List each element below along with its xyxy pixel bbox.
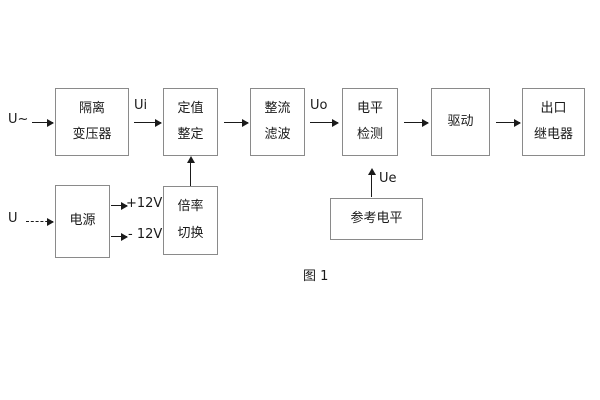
block-isolation-transformer-line2: 变压器 [72, 127, 112, 142]
block-rectify-filter-line1: 整流 [264, 100, 291, 116]
block-level-detection-line1: 电平 [356, 100, 383, 116]
signal-label-pos12v: +12V [126, 196, 163, 211]
block-power-supply-line1: 电源 [69, 213, 96, 229]
block-level-detection: 电平 检测 [342, 88, 398, 156]
arrow-level-detection-to-drive [404, 118, 429, 127]
input-label-ac: U~ [8, 112, 29, 127]
block-output-relay-line1: 出口 [540, 100, 567, 116]
input-label-dc: U [8, 211, 18, 226]
block-setting-value: 定值 整定 [163, 88, 218, 156]
signal-label-neg12v: - 12V [128, 227, 163, 242]
arrow-ac-to-isolation-transformer [32, 118, 54, 127]
block-output-relay-line2: 继电器 [533, 127, 573, 142]
block-isolation-transformer-line1: 隔离 [78, 100, 105, 116]
block-reference-level-line1: 参考电平 [350, 210, 403, 226]
block-setting-value-line2: 整定 [177, 127, 204, 142]
block-rectify-filter-line2: 滤波 [264, 127, 291, 142]
arrow-drive-to-output-relay [496, 118, 521, 127]
block-reference-level: 参考电平 [330, 198, 423, 240]
arrow-power-supply-negative [111, 232, 128, 241]
signal-label-ui: Ui [134, 98, 148, 113]
figure-caption: 图 1 [303, 269, 329, 284]
block-drive-line1: 驱动 [447, 113, 474, 129]
block-level-detection-line2: 检测 [356, 127, 383, 142]
block-ratio-switch-line2: 切换 [177, 225, 204, 241]
arrow-setting-value-to-rectify-filter [224, 118, 249, 127]
arrow-reference-level-to-level-detection [367, 168, 376, 197]
arrow-ratio-switch-to-setting-value [186, 156, 195, 186]
arrow-power-supply-positive [111, 201, 128, 210]
block-drive: 驱动 [431, 88, 490, 156]
block-power-supply: 电源 [55, 185, 110, 258]
block-output-relay: 出口 继电器 [522, 88, 585, 156]
block-setting-value-line1: 定值 [177, 100, 204, 116]
signal-label-ue: Ue [379, 171, 397, 186]
arrow-rectify-filter-to-level-detection [310, 118, 339, 127]
block-isolation-transformer: 隔离 变压器 [55, 88, 129, 156]
block-rectify-filter: 整流 滤波 [250, 88, 305, 156]
arrow-dc-to-power-supply [26, 217, 54, 226]
block-ratio-switch: 倍率 切换 [163, 186, 218, 255]
block-ratio-switch-line1: 倍率 [177, 199, 204, 215]
signal-label-uo: Uo [310, 98, 328, 113]
arrow-isolation-transformer-to-setting-value [134, 118, 162, 127]
